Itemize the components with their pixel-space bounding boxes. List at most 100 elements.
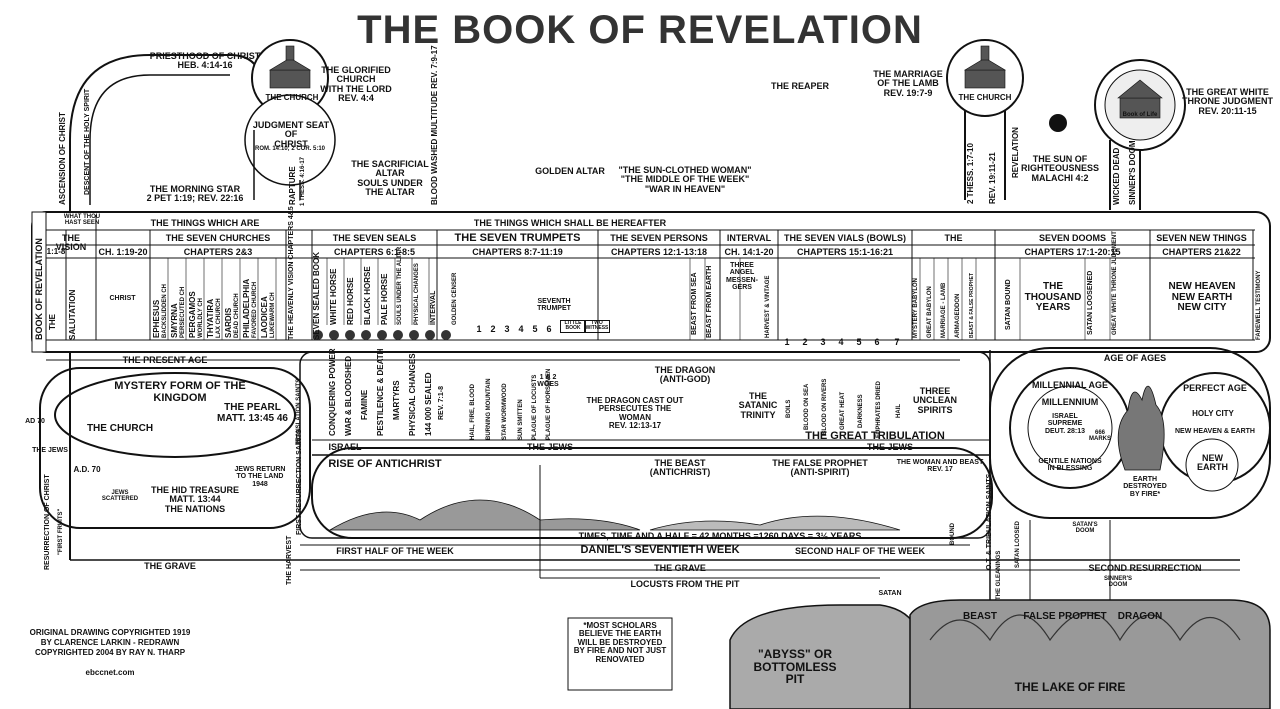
church-left-label: THE CHURCH	[265, 93, 319, 102]
millennial-age-label: MILLENNIAL AGE	[1032, 380, 1108, 390]
dragon-bottom-label: DRAGON	[1117, 611, 1163, 622]
doom-2: GREAT BABYLON	[927, 286, 933, 338]
church-smyrna: SMYRNA	[170, 303, 179, 338]
doom-1: MYSTERY BABYLON	[913, 277, 919, 338]
beast-from-sea-v: BEAST FROM SEA	[691, 272, 698, 335]
chapter-new-things: CHAPTERS 21&22	[1162, 247, 1241, 257]
vial-effect-1: BOILS	[786, 399, 792, 418]
church-note-5: FAVORED CHURCH	[252, 281, 258, 338]
the-jews-mid-label: THE JEWS	[526, 442, 573, 452]
church-note-1: PERSECUTED CH	[180, 286, 186, 338]
rapture-ref: 1 THESS. 4:16-17	[300, 156, 306, 206]
daniels-week-label: DANIEL'S SEVENTIETH WEEK	[580, 544, 740, 556]
chapter-dooms: CHAPTERS 17:1-20:15	[1024, 247, 1121, 257]
seal-interval: INTERVAL	[430, 290, 437, 325]
golden-altar-label: GOLDEN ALTAR	[535, 166, 605, 176]
seal-5: SOULS UNDER THE ALTAR	[397, 246, 403, 325]
sacrificial-altar-label: THE SACRIFICIAL ALTAR SOULS UNDER THE AL…	[351, 159, 429, 198]
chapter-interval: CH. 14:1-20	[724, 247, 774, 257]
trumpet-number-1: 1	[476, 324, 482, 334]
thousand-years-label: THE THOUSAND YEARS	[1024, 281, 1082, 313]
thess-2-label: 2 THESS. 1:7-10	[966, 143, 975, 204]
woman-and-beast-label: THE WOMAN AND BEAST REV. 17	[896, 459, 984, 474]
satan-loosened-v: SATAN LOOSENED	[1087, 270, 1094, 335]
dragon-label: THE DRAGON (ANTI-GOD)	[654, 365, 716, 385]
first-fruits-v: "FIRST FRUITS"	[58, 508, 64, 555]
page-title: THE BOOK OF REVELATION	[357, 8, 923, 52]
things-which-are: THE THINGS WHICH ARE	[150, 218, 260, 228]
church-sardis: SARDIS	[224, 307, 233, 338]
first-resurrection-v: FIRST RESURRECTION SAINTS	[296, 429, 303, 535]
harvest-vintage-v: HARVEST & VINTAGE	[765, 275, 771, 338]
header-seals: THE SEVEN SEALS	[332, 233, 417, 243]
new-earth-label: NEW EARTH	[1197, 453, 1228, 473]
perfect-age-label: PERFECT AGE	[1183, 383, 1247, 393]
header-trumpets: THE SEVEN TRUMPETS	[454, 232, 581, 244]
trumpet-number-4: 4	[518, 324, 524, 334]
false-prophet-bottom-label: FALSE PROPHET	[1023, 611, 1107, 622]
satan-loosed-v: SATAN LOOSED	[1015, 521, 1021, 568]
trumpet-effect-2: BURNING MOUNTAIN	[486, 378, 492, 440]
seal-effect-4: PESTILENCE & DEATH	[376, 348, 385, 436]
the-jews-left-label: THE JEWS	[32, 447, 68, 454]
ad70-top-label: AD 70	[25, 418, 45, 425]
vial-effect-3: BLOOD ON RIVERS	[822, 378, 828, 435]
seal-effect-3: FAMINE	[360, 389, 369, 420]
israel-label: ISRAEL	[328, 442, 362, 452]
vial-number-2: 2	[802, 337, 808, 347]
scholars-note: *MOST SCHOLARS BELIEVE THE EARTH WILL BE…	[573, 621, 667, 664]
header-vials: THE SEVEN VIALS (BOWLS)	[783, 233, 906, 243]
doom-5: BEAST & FALSE PROPHET	[969, 272, 975, 338]
abyss-label: "ABYSS" OR BOTTOMLESS PIT	[753, 647, 837, 687]
judgment-seat-ref: ROM. 14:10; 2 COR. 5:10	[254, 146, 326, 152]
satan-bound-v: SATAN BOUND	[1005, 279, 1012, 330]
vial-number-1: 1	[784, 337, 790, 347]
church-laodicea: LAODICEA	[260, 296, 269, 338]
vial-effect-4: GREAT HEAT	[840, 391, 846, 430]
jews-return-label: JEWS RETURN TO THE LAND 1948	[234, 466, 286, 488]
doom-4: ARMAGEDDON	[955, 293, 961, 338]
the-v: THE	[48, 314, 57, 330]
the-grave-left: THE GRAVE	[144, 561, 196, 571]
church-ephesus: EPHESUS	[152, 299, 161, 338]
great-white-throne-v: GREAT WHITE THRONE JUDGMENT	[1112, 231, 1118, 335]
trumpet-number-5: 5	[532, 324, 538, 334]
church-note-0: BACKSLIDDEN CH	[162, 284, 168, 338]
age-of-ages-label: AGE OF AGES	[1103, 353, 1167, 363]
sun-clothed-woman-label: "THE SUN-CLOTHED WOMAN" "THE MIDDLE OF T…	[618, 165, 752, 194]
doom-3: MARRIAGE - LAMB	[941, 282, 947, 338]
header-new-things: SEVEN NEW THINGS	[1156, 233, 1247, 243]
beast-bottom-label: BEAST	[963, 611, 997, 622]
vial-number-7: 7	[894, 337, 900, 347]
resurrection-christ-v: RESURRECTION OF CHRIST	[44, 474, 51, 570]
chapter-vials: CHAPTERS 15:1-16:21	[796, 247, 894, 257]
book-of-life-label: Book of Life	[1122, 112, 1158, 118]
holy-city-label: HOLY CITY	[1192, 409, 1234, 418]
judgment-seat-label: JUDGMENT SEAT OF CHRIST	[252, 120, 330, 149]
header-vision: THE VISION	[55, 233, 87, 253]
hid-treasure-label: THE HID TREASURE MATT. 13:44 THE NATIONS	[150, 485, 239, 514]
blood-washed-label: BLOOD WASHED MULTITUDE REV. 7:9-17	[430, 45, 439, 205]
church-note-3: LAX CHURCH	[216, 298, 222, 338]
ascension-label: ASCENSION OF CHRIST	[58, 112, 67, 205]
new-heaven-earth-label: NEW HEAVEN & EARTH	[1175, 428, 1255, 435]
church-pergamos: PERGAMOS	[188, 291, 197, 338]
header-churches: THE SEVEN CHURCHES	[165, 233, 271, 243]
satans-doom-label: SATAN'S DOOM	[1072, 522, 1098, 535]
seal-effect-2: WAR & BLOODSHED	[344, 356, 353, 436]
chapter-vision: CH. 1:19-20	[98, 247, 148, 257]
mystery-form-label: MYSTERY FORM OF THE KINGDOM	[114, 380, 246, 404]
two-witness-label: TWO WITNESS	[584, 320, 610, 333]
rev-7-v: REV. 7:1-8	[438, 386, 445, 420]
heavenly-vision-v: THE HEAVENLY VISION CHAPTERS 4&5	[288, 206, 295, 340]
christ-label: CHRIST	[109, 295, 136, 302]
reaper-label: THE REAPER	[770, 81, 829, 91]
vial-effect-2: BLOOD ON SEA	[804, 383, 810, 430]
great-tribulation-label: THE GREAT TRIBULATION	[805, 430, 945, 442]
vial-effect-5: DARKNESS	[858, 394, 864, 428]
priesthood-label: PRIESTHOOD OF CHRIST HEB. 4:14-16	[149, 51, 261, 71]
lake-of-fire-label: THE LAKE OF FIRE	[1014, 680, 1126, 694]
rapture-label: RAPTURE	[288, 166, 297, 205]
seal-1: WHITE HORSE	[329, 268, 338, 325]
morning-star-label: THE MORNING STAR 2 PET 1:19; REV. 22:16	[146, 184, 244, 204]
